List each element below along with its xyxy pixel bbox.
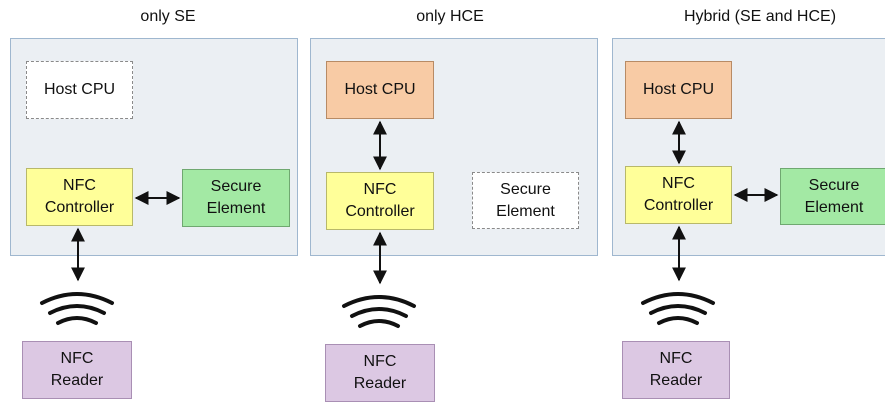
title-hybrid: Hybrid (SE and HCE) [683,8,837,25]
host-cpu-box-active: Host CPU [326,61,434,119]
nfc-reader-label-line2: Reader [353,375,407,392]
wireless-signal-icon [40,292,114,325]
nfc-controller-label-line1: NFC [662,175,695,192]
host-cpu-label: Host CPU [642,81,715,98]
nfc-controller-label-line2: Controller [345,203,415,220]
secure-element-label-line1: Secure [500,180,551,198]
nfc-reader-label-line1: NFC [363,353,397,370]
nfc-reader-box: NFC Reader [325,344,435,402]
secure-element-label-line2: Element [206,200,266,217]
secure-element-label-line2: Element [804,198,864,216]
nfc-controller-label-line2: Controller [643,197,714,214]
wireless-signal-icon [641,292,715,325]
nfc-controller-box: NFC Controller [326,172,434,230]
secure-element-label-line1: Secure [808,176,860,194]
host-cpu-box-inactive: Host CPU [26,61,133,119]
host-cpu-box-active: Host CPU [625,61,732,119]
nfc-reader-box: NFC Reader [22,341,132,399]
nfc-controller-box: NFC Controller [26,168,133,226]
host-cpu-label: Host CPU [344,81,416,98]
secure-element-label-line2: Element [496,202,555,220]
nfc-reader-label-line2: Reader [649,372,703,389]
nfc-controller-label-line2: Controller [44,199,115,216]
nfc-reader-label-line1: NFC [659,350,693,367]
nfc-controller-label-line1: NFC [63,177,96,194]
host-cpu-label: Host CPU [43,81,116,98]
wireless-signal-icon [342,295,416,328]
secure-element-label-line1: Secure [210,178,262,195]
nfc-reader-label-line1: NFC [60,350,94,367]
nfc-reader-label-line2: Reader [50,372,104,389]
title-only-hce: only HCE [416,8,484,25]
nfc-controller-label-line1: NFC [363,181,397,198]
nfc-controller-box: NFC Controller [625,166,732,224]
title-only-se: only SE [140,8,196,25]
